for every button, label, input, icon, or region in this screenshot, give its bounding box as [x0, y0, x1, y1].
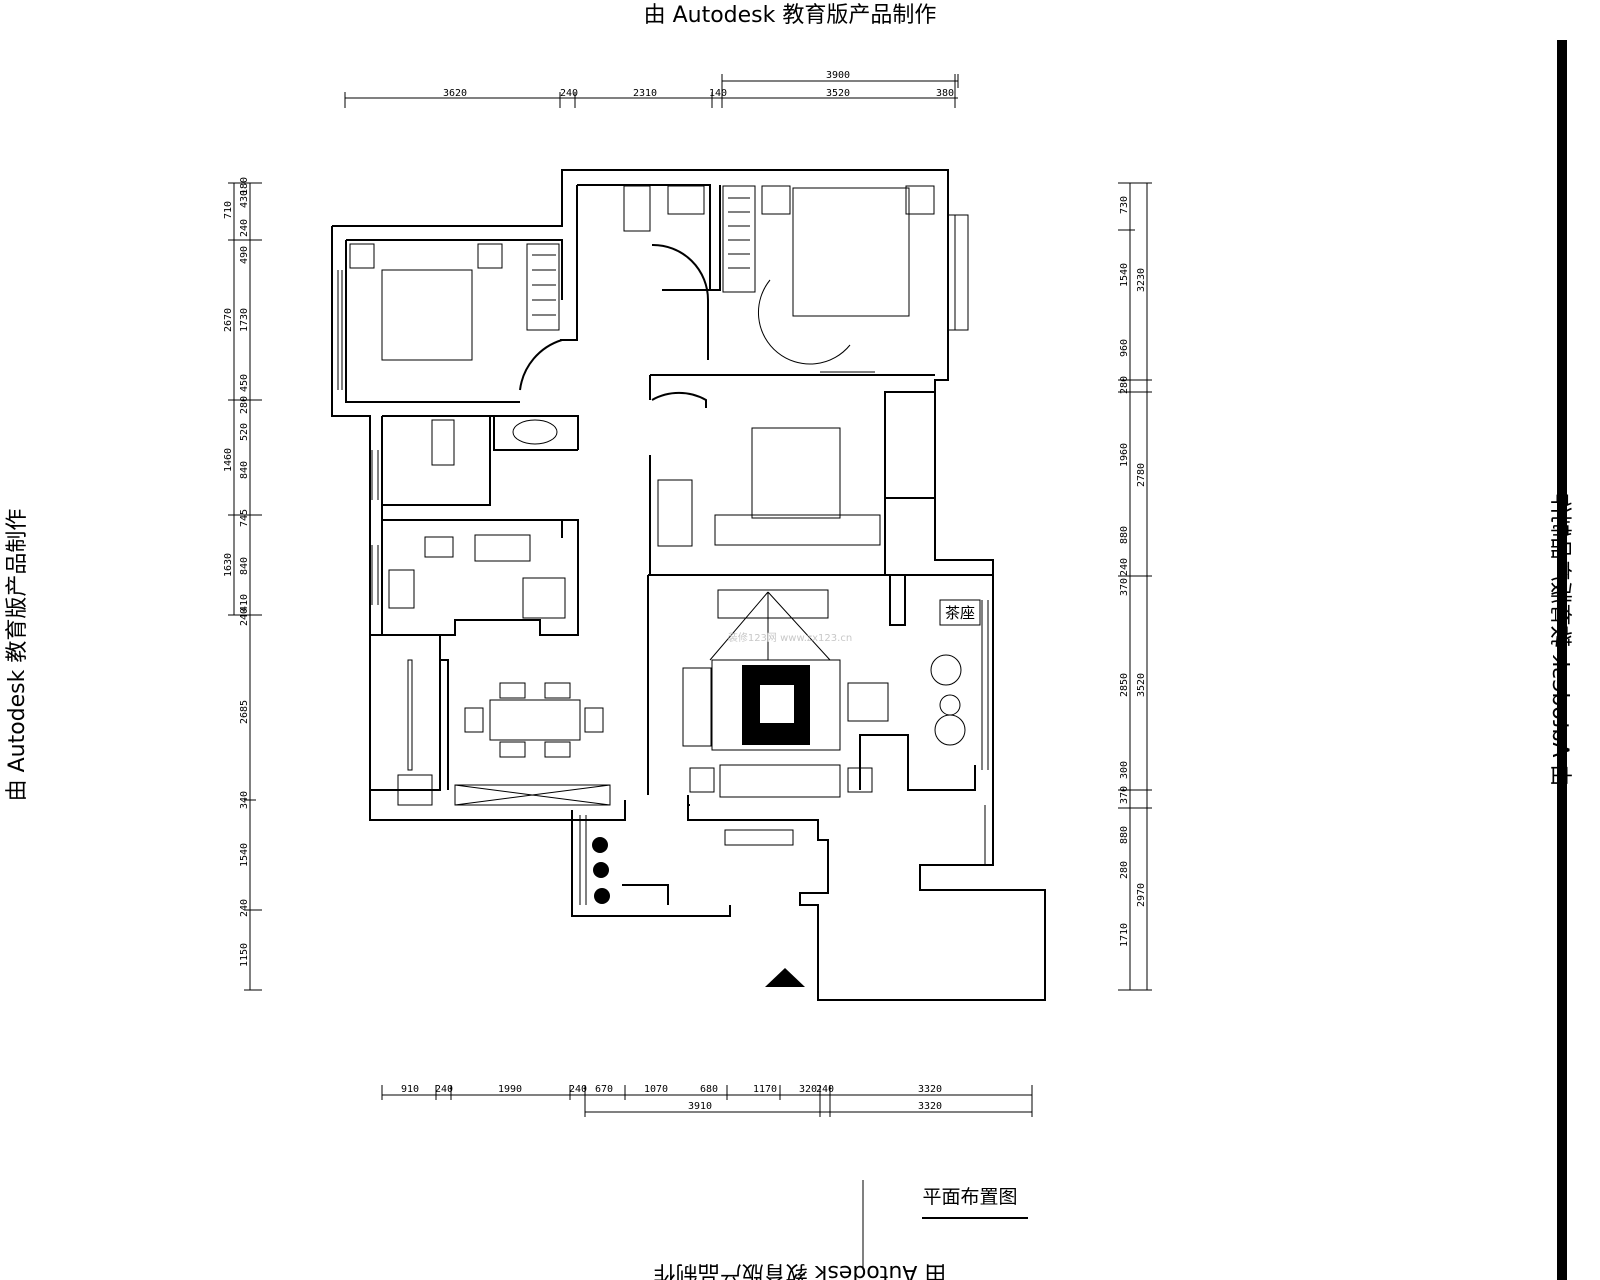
- watermark-bottom: 由 Autodesk 教育版产品制作: [654, 1260, 947, 1280]
- svg-text:3620: 3620: [443, 88, 467, 99]
- dimension-label: 1730: [239, 308, 250, 332]
- wardrobe-third: [657, 479, 693, 547]
- dining-table: [489, 699, 581, 741]
- dimension-label: 1540: [1119, 263, 1130, 287]
- dimension-label: 300: [1119, 761, 1130, 779]
- dimension-label: 3520: [1136, 673, 1147, 697]
- entrance-arrow: [765, 968, 805, 987]
- washer: [397, 774, 433, 806]
- spiral-stair: [757, 279, 875, 373]
- watermark-left: 由 Autodesk 教育版产品制作: [5, 509, 30, 802]
- dimension-label: 880: [1119, 826, 1130, 844]
- dimension-label: 680: [700, 1084, 718, 1095]
- dimension-label: 3320: [918, 1084, 942, 1095]
- dimension-label: 240: [239, 899, 250, 917]
- dimension-label: 240: [569, 1084, 587, 1095]
- dimension-label: 1710: [1119, 923, 1130, 947]
- room-label-tea-area: 茶座: [945, 604, 975, 622]
- sink-bath: [512, 419, 558, 445]
- svg-text:2310: 2310: [633, 88, 657, 99]
- dimension-label: 3230: [1136, 268, 1147, 292]
- top-dimensions: 3900 3620 240 2310 140 3520 380: [344, 70, 959, 108]
- tv-cabinet: [717, 589, 829, 619]
- dimension-label: 450: [239, 374, 250, 392]
- drawing-title: 平面布置图: [922, 1186, 1017, 1208]
- right-border-bar: [1557, 40, 1567, 1280]
- dimension-label: 2685: [239, 700, 250, 724]
- walls: [331, 169, 1046, 1001]
- svg-text:3320: 3320: [918, 1101, 942, 1112]
- site-watermark: 装修123网 www.zx123.cn: [728, 631, 852, 644]
- kitchen-sink: [388, 569, 415, 609]
- dimension-label: 490: [239, 246, 250, 264]
- dimension-label: 2670: [223, 308, 234, 332]
- dimension-label: 280: [1119, 376, 1130, 394]
- toilet-top-bath: [623, 185, 651, 232]
- furniture: [349, 185, 981, 987]
- dimension-label: 1460: [223, 448, 234, 472]
- wardrobe-master: [722, 185, 756, 293]
- svg-text:3910: 3910: [688, 1101, 712, 1112]
- dimension-label: 280: [239, 396, 250, 414]
- dimension-label: 1170: [753, 1084, 777, 1095]
- dimension-label: 710: [223, 201, 234, 219]
- svg-text:240: 240: [560, 88, 578, 99]
- dimension-label: 670: [595, 1084, 613, 1095]
- dimension-label: 1540: [239, 843, 250, 867]
- sofa-area: [711, 659, 841, 751]
- dimension-label: 2780: [1136, 463, 1147, 487]
- dimension-label: 280: [1119, 861, 1130, 879]
- dimension-label: 520: [239, 423, 250, 441]
- dimension-label: 240: [239, 608, 250, 626]
- fridge: [522, 577, 566, 619]
- dimension-label: 1070: [644, 1084, 668, 1095]
- sink-top-bath: [667, 185, 705, 215]
- dimension-label: 840: [239, 557, 250, 575]
- dimension-label: 2970: [1136, 883, 1147, 907]
- dimension-label: 340: [239, 791, 250, 809]
- toilet-bath: [431, 419, 455, 466]
- dimension-label: 1960: [1119, 443, 1130, 467]
- svg-text:380: 380: [936, 88, 954, 99]
- dimension-label: 320: [799, 1084, 817, 1095]
- svg-text:140: 140: [709, 88, 727, 99]
- wardrobe: [526, 243, 560, 331]
- dimension-label: 2850: [1119, 673, 1130, 697]
- bed-third-bedroom: [751, 427, 841, 519]
- svg-text:3900: 3900: [826, 70, 850, 81]
- dimension-label: 430: [239, 190, 250, 208]
- dimension-label: 240: [816, 1084, 834, 1095]
- bed-second-bedroom: [381, 269, 473, 361]
- dimension-label: 1990: [498, 1084, 522, 1095]
- dimension-label: 410: [239, 594, 250, 612]
- dimension-label: 240: [435, 1084, 453, 1095]
- svg-text:3520: 3520: [826, 88, 850, 99]
- dimension-label: 370: [1119, 786, 1130, 804]
- dimension-label: 240: [239, 219, 250, 237]
- right-dimensions: 730 1540 960 280 1960 880 240 370 2850 300 370 880 2…: [1118, 182, 1152, 991]
- dimension-label: 840: [239, 461, 250, 479]
- dimension-label: 880: [1119, 526, 1130, 544]
- dimension-label: 1150: [239, 943, 250, 967]
- sofa: [719, 764, 841, 798]
- dimension-label: 240: [1119, 558, 1130, 576]
- dimension-label: 370: [1119, 578, 1130, 596]
- dimension-label: 910: [401, 1084, 419, 1095]
- dimension-label: 730: [1119, 196, 1130, 214]
- dimension-label: 745: [239, 509, 250, 527]
- dimension-label: 1630: [223, 553, 234, 577]
- tea-area-label-box: [939, 599, 981, 626]
- dimension-label: 960: [1119, 339, 1130, 357]
- dimension-label: 180: [239, 177, 250, 195]
- bed-master: [792, 187, 910, 317]
- stove: [474, 534, 531, 562]
- watermark-top: 由 Autodesk 教育版产品制作: [644, 3, 937, 28]
